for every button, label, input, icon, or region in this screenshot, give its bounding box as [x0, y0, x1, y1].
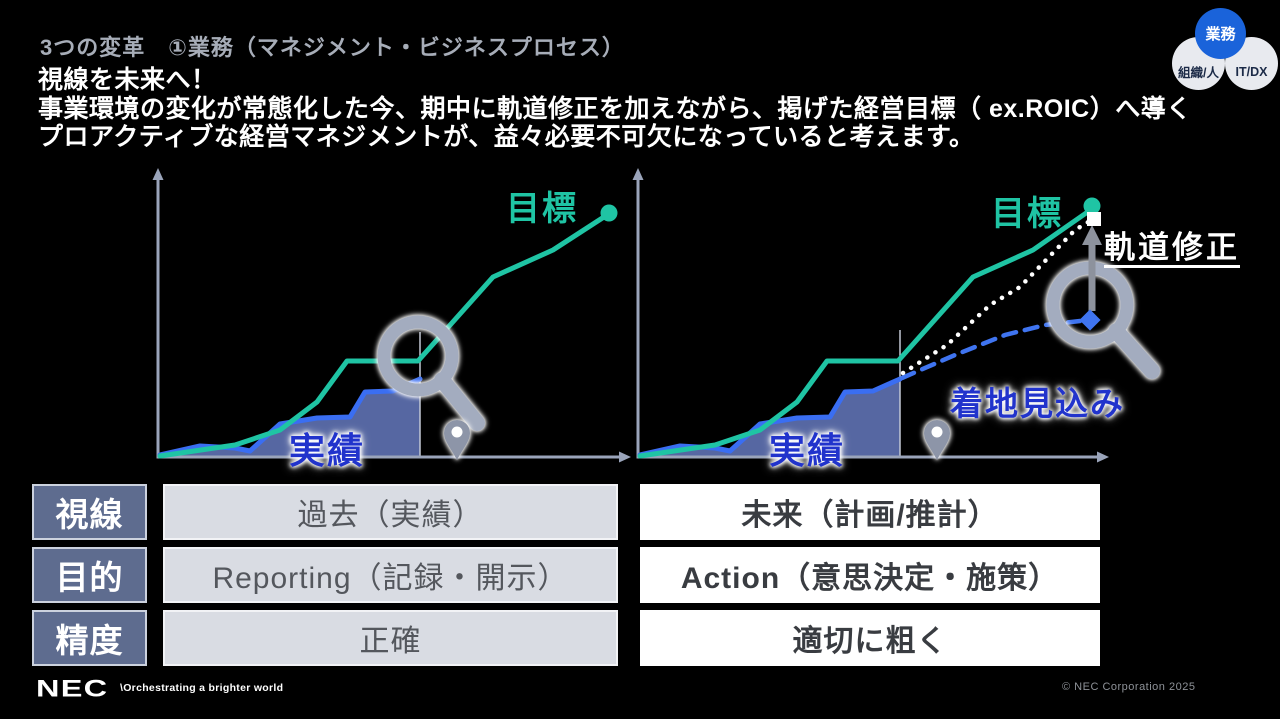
table-row-header-purpose: 目的: [32, 547, 147, 603]
left-actual-area: [160, 379, 420, 457]
copyright-text: © NEC Corporation 2025: [1062, 681, 1196, 693]
left-magnifier-icon: [377, 315, 485, 431]
left-map-pin-icon: [444, 420, 470, 460]
right-y-axis-arrow-icon: [632, 168, 644, 180]
intro-text: 視線を未来へ！ 事業環境の変化が常態化した今、期中に軌道修正を加えながら、掲げた…: [38, 66, 1192, 152]
right-actual-area: [640, 379, 900, 457]
table-cell-precision-future: 適切に粗く: [640, 610, 1100, 666]
left-target-line: [157, 212, 610, 459]
revision-arrow-head-icon: [1082, 225, 1102, 245]
right-x-axis-arrow-icon: [1097, 451, 1109, 463]
target-label-right: 目標: [991, 195, 1063, 233]
table-cell-viewpoint-future: 未来（計画/推計）: [640, 484, 1100, 540]
right-target-line: [637, 208, 1092, 459]
nec-tagline: \Orchestrating a brighter world: [120, 682, 284, 694]
revision-square-marker: [1087, 212, 1101, 226]
nec-logo: NEC: [36, 674, 109, 702]
course-correction-label: 軌道修正: [1104, 230, 1240, 265]
right-map-pin-icon: [924, 420, 950, 460]
left-x-axis-arrow-icon: [619, 451, 631, 463]
right-target-dot: [1083, 197, 1101, 215]
slide-kicker-title: 3つの変革 ①業務（マネジメント・ビジネスプロセス）: [40, 35, 625, 60]
table-cell-precision-past: 正確: [163, 610, 618, 666]
intro-line-1: 視線を未来へ！: [38, 66, 217, 94]
venn-circle-business: 業務: [1195, 8, 1246, 59]
table-row-header-precision: 精度: [32, 610, 147, 666]
actual-label-left: 実績: [289, 430, 366, 471]
table-row-header-viewpoint: 視線: [32, 484, 147, 540]
forecast-diamond-marker: [1079, 309, 1101, 331]
actual-label-right: 実績: [769, 430, 846, 471]
target-label-left: 目標: [506, 190, 578, 228]
landing-forecast-label: 着地見込み: [950, 385, 1125, 422]
revision-dotted-line: [900, 218, 1093, 376]
left-y-axis-arrow-icon: [152, 168, 164, 180]
intro-line-2: 事業環境の変化が常態化した今、期中に軌道修正を加えながら、掲げた経営目標（ ex…: [38, 94, 1192, 123]
table-cell-purpose-future: Action（意思決定・施策）: [640, 547, 1100, 603]
left-target-dot: [600, 204, 618, 222]
right-magnifier-icon: [1046, 261, 1160, 379]
intro-line-3: プロアクティブな経営マネジメントが、益々必要不可欠になっていると考えます。: [38, 123, 975, 151]
table-cell-purpose-past: Reporting（記録・開示）: [163, 547, 618, 603]
table-cell-viewpoint-past: 過去（実績）: [163, 484, 618, 540]
